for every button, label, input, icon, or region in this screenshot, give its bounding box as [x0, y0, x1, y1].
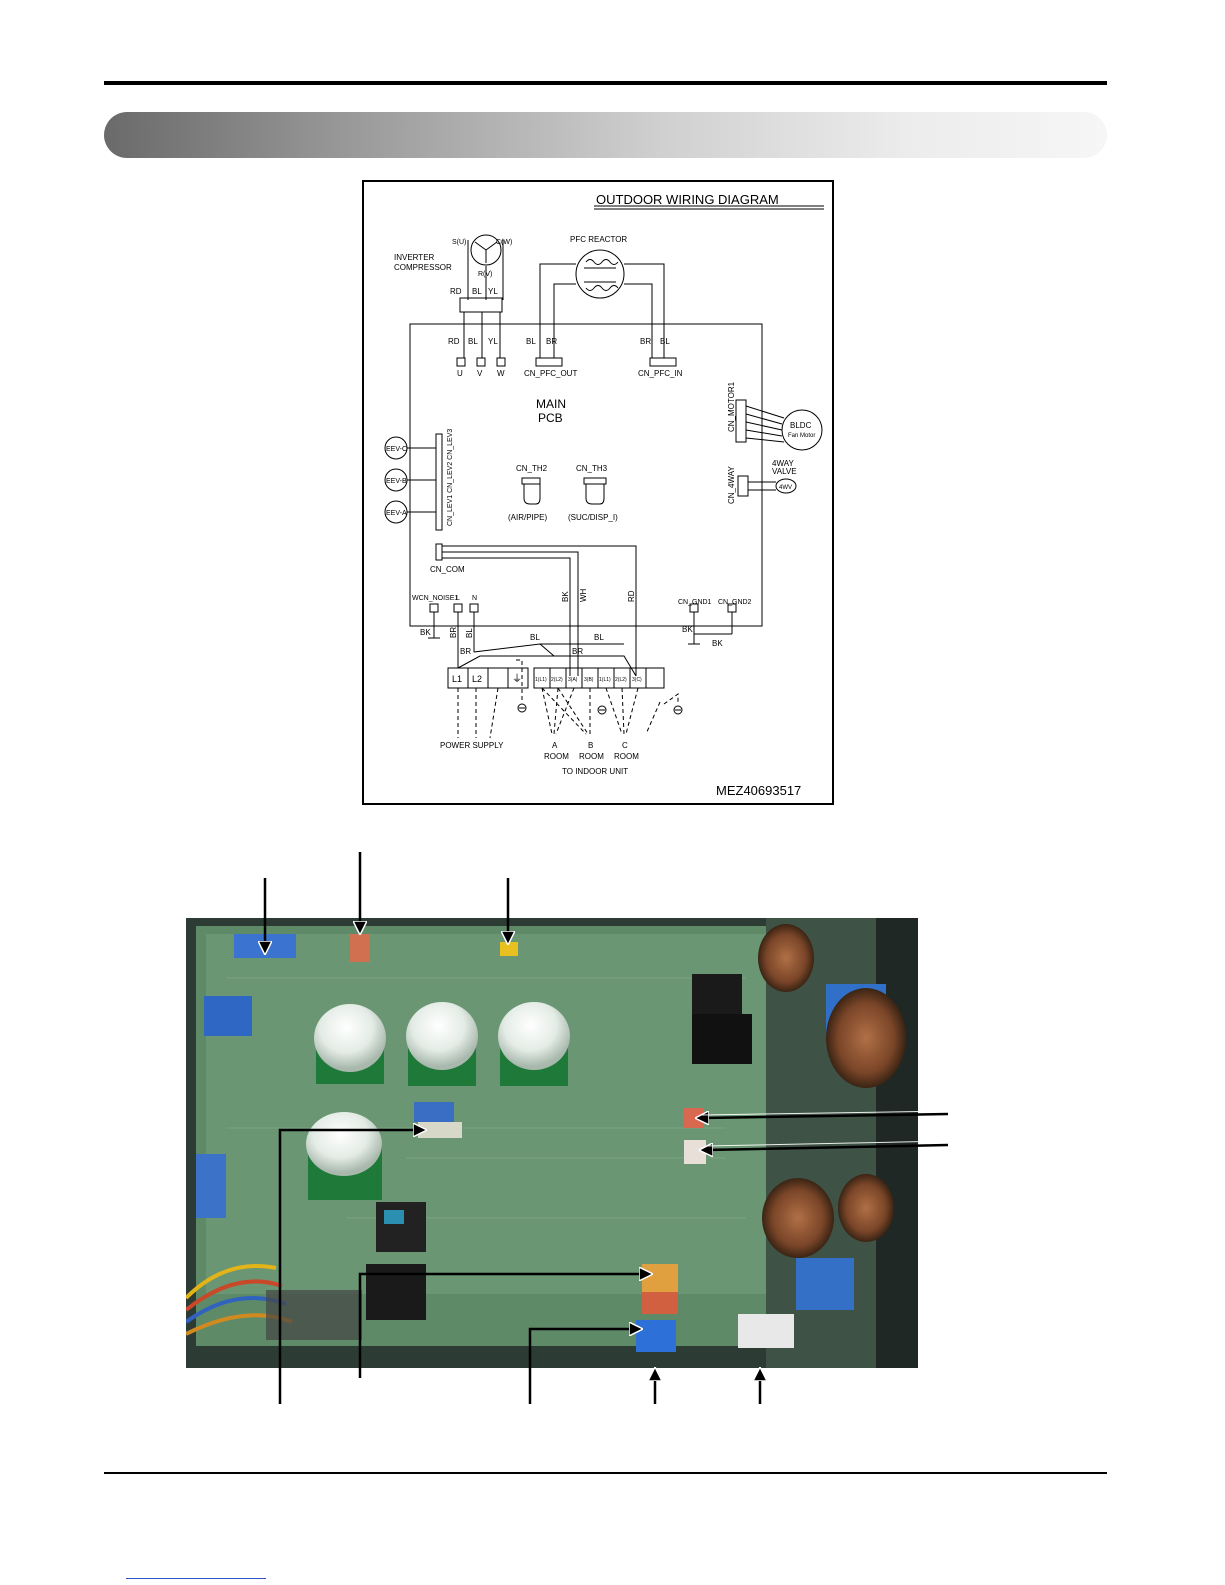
room-b-letter: B	[588, 741, 593, 750]
term-wire-br-right: BR	[572, 647, 583, 656]
com-wire-rd: RD	[627, 590, 636, 602]
terminal-u: U	[457, 369, 463, 378]
four-way-connector-label: CN_4WAY	[727, 466, 736, 504]
room-c-letter: C	[622, 741, 628, 750]
term-wire-br-left: BR	[460, 647, 471, 656]
terminal-indoor-3: 3(A)	[568, 677, 578, 683]
arrow-elbow-1	[278, 1128, 410, 1404]
main-pcb-outline	[409, 323, 763, 627]
eev-c-label: EEV-C	[386, 446, 407, 453]
power-noise-label: WCN_NOISE1	[412, 595, 458, 602]
outdoor-wiring-diagram: RD BL YL S(U) C(W) R(V) INVERTER COMPRES…	[362, 180, 834, 805]
to-indoor-label: TO INDOOR UNIT	[562, 767, 628, 776]
comp-wire-bl: BL	[472, 287, 482, 296]
four-way-label-2: VALVE	[772, 467, 797, 476]
diagram-title: OUTDOOR WIRING DIAGRAM	[596, 192, 779, 207]
four-way-label-1: 4WAY	[772, 459, 794, 468]
eev-a-label: EEV-A	[386, 510, 407, 517]
footer-rule	[104, 1472, 1107, 1474]
comp-terminal-c: C(W)	[496, 239, 512, 246]
header-rule	[104, 81, 1107, 85]
arrow-elbow-3	[528, 1327, 626, 1404]
four-way-coil-label: 4WV	[779, 485, 792, 491]
pfc-out-wire-br: BR	[546, 337, 557, 346]
arrow-left-1	[702, 1114, 949, 1118]
section-banner	[104, 112, 1107, 158]
comp-wire-yl: YL	[488, 287, 498, 296]
sensor-th3-label: CN_TH3	[576, 464, 608, 473]
room-a-letter: A	[552, 741, 558, 750]
gnd-wire-bk2: BK	[712, 639, 723, 648]
pfc-out-label: CN_PFC_OUT	[524, 369, 577, 378]
comp-wire-rd: RD	[450, 287, 462, 296]
uvw-wire-bl: BL	[468, 337, 478, 346]
room-b-label: ROOM	[579, 752, 604, 761]
motor-label-2: Fan Motor	[788, 433, 815, 439]
term-wire-bl-left: BL	[530, 633, 540, 642]
main-pcb-label-1: MAIN	[536, 397, 566, 411]
comp-terminal-s: S(U)	[452, 239, 466, 246]
power-l-label: L	[456, 595, 460, 602]
arrow-elbow-2	[358, 1272, 636, 1378]
power-supply-label: POWER SUPPLY	[440, 741, 504, 750]
footer-link-underline	[126, 1578, 266, 1579]
eev-b-label: EEV-B	[386, 478, 407, 485]
terminal-indoor-4: 3(B)	[584, 677, 594, 683]
sensor-th2-label: CN_TH2	[516, 464, 548, 473]
gnd-wire-bk1: BK	[682, 625, 693, 634]
room-a-label: ROOM	[544, 752, 569, 761]
power-wire-bk: BK	[420, 628, 431, 637]
com-wire-bk: BK	[561, 591, 570, 602]
comp-terminal-r: R(V)	[478, 271, 492, 278]
comp-label-2: COMPRESSOR	[394, 263, 452, 272]
gnd1-label: CN_GND1	[678, 599, 712, 606]
terminal-l1: L1	[452, 674, 462, 684]
com-wire-wh: WH	[579, 588, 588, 602]
pfc-reactor-symbol	[575, 249, 625, 299]
pfc-in-label: CN_PFC_IN	[638, 369, 683, 378]
term-wire-bl-right: BL	[594, 633, 604, 642]
sensor-th2-desc: (AIR/PIPE)	[508, 513, 547, 522]
terminal-indoor-2: 2(L2)	[551, 677, 563, 683]
arrow-left-2	[706, 1145, 949, 1150]
main-pcb-photo	[186, 918, 918, 1368]
uvw-wire-rd: RD	[448, 337, 460, 346]
ground-icon	[517, 703, 683, 715]
terminal-w: W	[497, 369, 505, 378]
motor-label-1: BLDC	[790, 421, 812, 430]
terminal-indoor-5: 1(L1)	[599, 677, 611, 683]
power-wire-br: BR	[449, 627, 458, 638]
terminal-indoor-7: 3(C)	[632, 677, 642, 683]
terminal-indoor-1: 1(L1)	[535, 677, 547, 683]
pfc-reactor-label: PFC REACTOR	[570, 235, 627, 244]
eev-connector-label: CN_LEV1 CN_LEV2 CN_LEV3	[447, 429, 454, 526]
terminal-ground-icon: ⏚	[512, 673, 522, 685]
com-label: CN_COM	[430, 565, 465, 574]
sensor-th3-desc: (SUC/DISP_I)	[568, 513, 618, 522]
pfc-in-wire-br: BR	[640, 337, 651, 346]
wiring-diagram-svg: RD BL YL S(U) C(W) R(V) INVERTER COMPRES…	[384, 192, 824, 798]
power-n-label: N	[472, 595, 477, 602]
diagram-part-number: MEZ40693517	[716, 783, 801, 798]
comp-label-1: INVERTER	[394, 253, 435, 262]
gnd2-label: CN_GND2	[718, 599, 752, 606]
motor-connector-label: CN_MOTOR1	[727, 381, 736, 432]
terminal-indoor-6: 2(L2)	[615, 677, 627, 683]
terminal-v: V	[477, 369, 483, 378]
pfc-in-wire-bl: BL	[660, 337, 670, 346]
main-pcb-label-2: PCB	[538, 411, 563, 425]
room-c-label: ROOM	[614, 752, 639, 761]
power-wire-bl: BL	[465, 628, 474, 638]
pfc-out-wire-bl: BL	[526, 337, 536, 346]
pcb-photo-illustration	[186, 918, 918, 1368]
terminal-l2: L2	[472, 674, 482, 684]
uvw-wire-yl: YL	[488, 337, 498, 346]
compressor-symbol	[470, 234, 502, 266]
